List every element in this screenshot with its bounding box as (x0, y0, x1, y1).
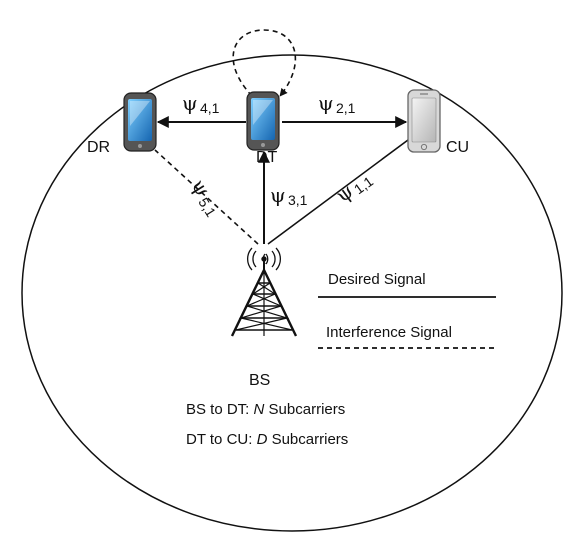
channel-label-5-1: ψ 5,1 (187, 175, 220, 220)
svg-text:ψ: ψ (318, 91, 334, 115)
link-bs-cu (267, 139, 409, 245)
label-bs: BS (249, 372, 270, 389)
label-dr: DR (87, 139, 110, 156)
cu-phone-icon (407, 89, 441, 153)
dt-phone-icon (246, 91, 280, 151)
cell-boundary (21, 54, 563, 532)
svg-text:ψ: ψ (182, 91, 198, 115)
svg-text:2,1: 2,1 (336, 100, 356, 116)
svg-text:ψ: ψ (270, 183, 286, 207)
bs-tower-icon (230, 247, 298, 337)
channel-label-4-1: ψ 4,1 (182, 91, 220, 116)
svg-text:5,1: 5,1 (195, 195, 219, 220)
caption-bs-dt: BS to DT: N Subcarriers (186, 401, 345, 418)
channel-label-2-1: ψ 2,1 (318, 91, 356, 116)
svg-text:3,1: 3,1 (288, 192, 308, 208)
caption-dt-cu: DT to CU: D Subcarriers (186, 431, 348, 448)
legend-desired-label: Desired Signal (328, 271, 426, 288)
dr-phone-icon (123, 92, 157, 152)
self-interference-loop (232, 29, 297, 97)
label-dt: DT (256, 149, 278, 166)
svg-text:4,1: 4,1 (200, 100, 220, 116)
channel-label-1-1: ψ 1,1 (331, 173, 376, 207)
label-cu: CU (446, 139, 469, 156)
channel-label-3-1: ψ 3,1 (270, 183, 308, 208)
legend-interference-label: Interference Signal (326, 324, 452, 341)
